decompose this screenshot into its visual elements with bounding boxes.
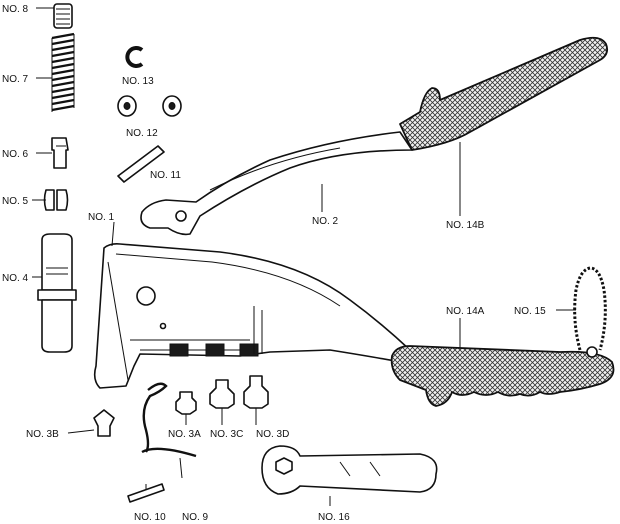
part-15-chain (573, 266, 607, 358)
label-no2: NO. 2 (312, 216, 339, 227)
label-no7: NO. 7 (2, 74, 29, 85)
label-no5: NO. 5 (2, 196, 29, 207)
label-no8: NO. 8 (2, 4, 29, 15)
part-4-housing (37, 233, 77, 353)
label-no6: NO. 6 (2, 149, 29, 160)
part-10-pin (127, 483, 165, 503)
leader-lines (32, 7, 576, 506)
label-no10: NO. 10 (134, 512, 166, 523)
part-9-spring-clip (141, 382, 197, 458)
part-2-upper-handle (140, 131, 413, 236)
part-1-body (93, 243, 411, 389)
part-3b-nozzle (93, 409, 115, 437)
part-8-cap (53, 3, 73, 29)
part-5-jaws (43, 189, 69, 211)
label-no11: NO. 11 (150, 170, 181, 181)
part-6-plunger (51, 137, 69, 169)
label-no14b: NO. 14B (446, 220, 485, 231)
label-no9: NO. 9 (182, 512, 209, 523)
label-no13: NO. 13 (122, 76, 154, 87)
part-12-washers (117, 95, 182, 117)
label-no15: NO. 15 (514, 306, 546, 317)
part-3a-nozzle (175, 391, 197, 415)
part-7-spring (51, 32, 75, 112)
label-no3b: NO. 3B (26, 429, 59, 440)
part-14b-upper-grip (399, 36, 609, 151)
label-no12: NO. 12 (126, 128, 158, 139)
part-16-wrench (261, 445, 438, 495)
label-no4: NO. 4 (2, 273, 29, 284)
label-no16: NO. 16 (318, 512, 350, 523)
part-13-c-clip (125, 46, 144, 68)
label-no3c: NO. 3C (210, 429, 243, 440)
part-labels: NO. 8 NO. 7 NO. 13 NO. 12 NO. 6 NO. 11 N… (2, 4, 546, 523)
part-11-pin (117, 145, 165, 183)
part-3d-nozzle (243, 375, 269, 409)
label-no14a: NO. 14A (446, 306, 485, 317)
part-3c-nozzle (209, 379, 235, 409)
label-no1: NO. 1 (88, 212, 115, 223)
part-14a-lower-grip (390, 345, 615, 407)
label-no3d: NO. 3D (256, 429, 289, 440)
label-no3a: NO. 3A (168, 429, 201, 440)
